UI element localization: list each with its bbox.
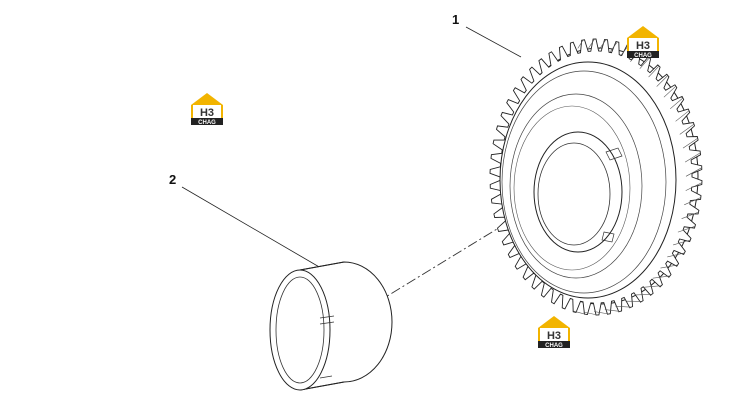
gear-tooth-line [609, 41, 618, 53]
svg-text:CHAG: CHAG [545, 343, 563, 349]
gear-tooth-line [599, 39, 607, 50]
gear-tooth-line [635, 294, 652, 296]
gear-tooth-line [673, 239, 691, 246]
svg-text:H3: H3 [200, 107, 214, 119]
svg-text:CHAG: CHAG [634, 53, 652, 59]
gear-tooth-line [681, 211, 699, 219]
gear-tooth-line [588, 38, 595, 49]
svg-text:H3: H3 [547, 330, 561, 342]
callout-label-1: 1 [452, 12, 460, 27]
leader-line-1 [465, 26, 522, 58]
leader-line-2 [181, 186, 322, 269]
gear-tooth-line [677, 226, 696, 233]
svg-text:H3: H3 [636, 40, 650, 52]
callout-label-2: 2 [169, 172, 177, 187]
gear-tooth-line [675, 110, 690, 122]
gear-tooth-line [652, 275, 670, 279]
watermark-logo: H3 CHAG [538, 316, 570, 349]
gear-tooth-line [644, 285, 662, 288]
watermark-logo: H3 CHAG [627, 26, 659, 59]
gear-tooth-line [682, 138, 698, 149]
gear-tooth-line [679, 123, 695, 135]
gear-tooth-line [639, 57, 650, 69]
gear-tooth-line [615, 305, 632, 308]
gear-tooth-line [684, 197, 701, 206]
gear-tooth-line [684, 152, 701, 163]
watermark-logo: H3 CHAG [191, 93, 223, 126]
gear-tooth-line [685, 182, 703, 191]
bushing-front-face [269, 269, 331, 391]
gear [489, 38, 703, 316]
gear-tooth-line [583, 311, 598, 316]
gear-tooth-line [656, 75, 669, 87]
gear-tooth-line [670, 97, 684, 110]
gear-tooth-line [572, 310, 587, 315]
gear-tooth-line [663, 85, 677, 98]
gear-tooth-line [667, 252, 685, 258]
gear-tooth-line [577, 39, 584, 49]
gear-tooth-line [604, 309, 621, 312]
bushing [269, 261, 393, 391]
svg-text:CHAG: CHAG [198, 120, 216, 126]
gear-tooth-line [685, 167, 702, 177]
gear-tooth-line [648, 65, 660, 78]
gear-tooth-line [660, 264, 678, 269]
gear-tooth-line [594, 311, 609, 315]
gear-bore [533, 131, 623, 253]
